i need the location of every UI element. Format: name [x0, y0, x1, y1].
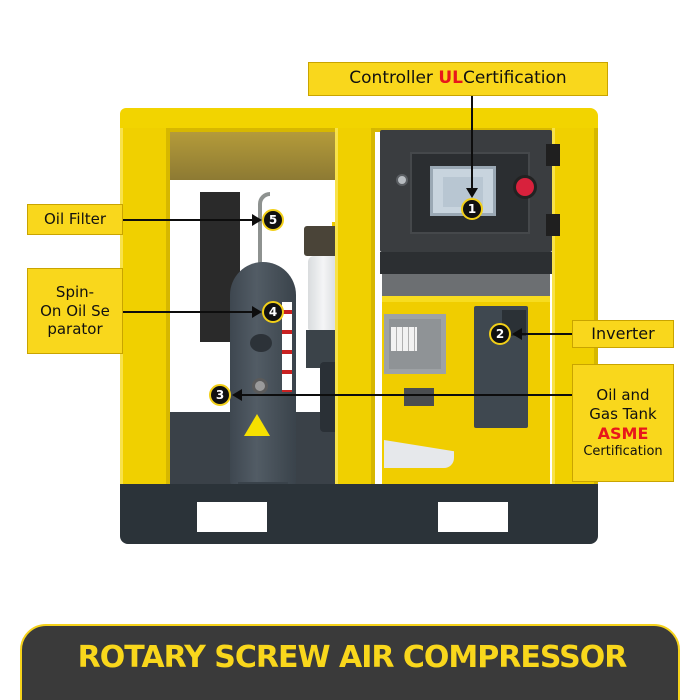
base-pallet: [120, 484, 598, 544]
electrical-bay: [382, 274, 550, 492]
hinge-icon: [546, 214, 560, 236]
label-oil-gas-tank: Oil and Gas Tank ASME Certification: [572, 364, 674, 482]
marker-5: 5: [262, 209, 284, 231]
product-title: ROTARY SCREW AIR COMPRESSOR: [77, 640, 628, 675]
label-spin-on-oil-separator: Spin- On Oil Se parator: [27, 268, 123, 354]
key-switch-icon: [396, 174, 408, 186]
warning-triangle-icon: [244, 414, 270, 436]
marker-1: 1: [461, 198, 483, 220]
hose: [258, 192, 270, 272]
marker-2: 2: [489, 323, 511, 345]
frame-post-middle: [335, 128, 375, 498]
marker-3: 3: [209, 384, 231, 406]
label-inverter: Inverter: [572, 320, 674, 348]
title-banner: ROTARY SCREW AIR COMPRESSOR: [20, 624, 680, 700]
hinge-icon: [546, 144, 560, 166]
forklift-slot: [438, 502, 508, 532]
frame-post-left: [120, 128, 170, 498]
breaker-panel: [384, 314, 446, 374]
label-oil-filter: Oil Filter: [27, 204, 123, 235]
marker-4: 4: [262, 301, 284, 323]
forklift-slot: [197, 502, 267, 532]
motor: [320, 362, 335, 432]
spin-on-separator: [308, 256, 335, 330]
oil-gas-tank: [230, 262, 296, 492]
emergency-stop-icon: [516, 178, 534, 196]
air-compressor-image: [120, 108, 598, 544]
